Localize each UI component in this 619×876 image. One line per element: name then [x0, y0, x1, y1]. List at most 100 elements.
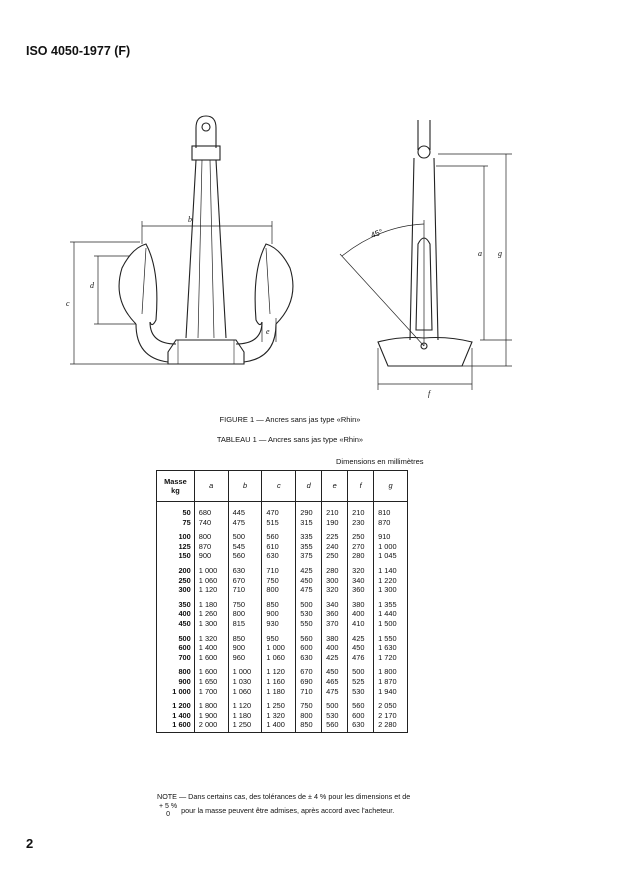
- mass-cell: 350: [156, 599, 195, 610]
- value-cell-a: 870: [193, 541, 229, 552]
- spacer-cell: [347, 527, 375, 533]
- value-cell-a: 1 120: [193, 585, 229, 595]
- value-cell-d: 550: [295, 618, 323, 629]
- dim-label-a: a: [478, 249, 482, 258]
- value-cell-a: 1 180: [193, 599, 229, 610]
- mass-cell: 1 000: [156, 686, 195, 697]
- value-cell-g: 1 720: [373, 652, 408, 663]
- value-cell-e: 500: [321, 701, 349, 711]
- value-cell-e: 475: [321, 686, 349, 697]
- value-cell-e: 320: [321, 585, 349, 595]
- value-cell-a: 800: [193, 532, 229, 542]
- value-cell-d: 690: [295, 676, 323, 687]
- group-spacer: [156, 594, 408, 600]
- col-header-f: f: [347, 470, 375, 502]
- group-spacer: [156, 628, 408, 634]
- dim-label-f: f: [428, 389, 432, 398]
- value-cell-f: 270: [347, 541, 375, 552]
- value-cell-e: 370: [321, 618, 349, 629]
- front-fluke-left: [118, 243, 158, 326]
- mass-cell: 300: [156, 585, 195, 595]
- page-number: 2: [26, 836, 34, 851]
- value-cell-b: 1 180: [227, 710, 263, 721]
- spacer-cell: [373, 662, 408, 668]
- value-cell-g: 1 440: [373, 609, 408, 619]
- front-fluke-right: [254, 243, 294, 326]
- value-cell-d: 315: [295, 517, 323, 528]
- value-cell-d: 290: [295, 501, 323, 518]
- dim-label-c: c: [66, 299, 70, 308]
- value-cell-f: 476: [347, 652, 375, 663]
- value-cell-a: 1 400: [193, 643, 229, 653]
- spacer-cell: [193, 662, 229, 668]
- fraction-bottom: 0: [166, 811, 170, 818]
- value-cell-a: 680: [193, 501, 229, 518]
- spacer-cell: [193, 594, 229, 600]
- note-text-1: NOTE — Dans certains cas, des tolérances…: [157, 792, 411, 801]
- value-cell-c: 1 000: [261, 643, 297, 653]
- mass-cell: 75: [156, 517, 195, 528]
- value-cell-c: 710: [261, 565, 297, 576]
- value-cell-b: 445: [227, 501, 263, 518]
- dim-label-b: b: [188, 215, 192, 224]
- value-cell-c: 1 180: [261, 686, 297, 697]
- value-cell-a: 1 000: [193, 565, 229, 576]
- value-cell-f: 280: [347, 551, 375, 561]
- value-cell-d: 450: [295, 575, 323, 586]
- value-cell-b: 545: [227, 541, 263, 552]
- value-cell-f: 250: [347, 532, 375, 542]
- value-cell-g: 1 940: [373, 686, 408, 697]
- value-cell-d: 530: [295, 609, 323, 619]
- value-cell-b: 475: [227, 517, 263, 528]
- value-cell-d: 600: [295, 643, 323, 653]
- value-cell-a: 1 600: [193, 652, 229, 663]
- spacer-cell: [347, 662, 375, 668]
- value-cell-c: 900: [261, 609, 297, 619]
- value-cell-f: 380: [347, 599, 375, 610]
- fraction-top: + 5 %: [159, 803, 178, 810]
- value-cell-e: 340: [321, 599, 349, 610]
- value-cell-b: 500: [227, 532, 263, 542]
- value-cell-e: 280: [321, 565, 349, 576]
- value-cell-g: 810: [373, 501, 408, 518]
- table-header-row: Masse kg a b c d e f g: [156, 470, 408, 502]
- note: NOTE — Dans certains cas, des tolérances…: [157, 790, 412, 819]
- value-cell-g: 1 045: [373, 551, 408, 561]
- figure-caption: FIGURE 1 — Ancres sans jas type «Rhin»: [219, 415, 361, 424]
- value-cell-c: 1 160: [261, 676, 297, 687]
- dim-label-d: d: [90, 281, 95, 290]
- mass-header: Masse kg: [156, 470, 195, 502]
- spacer-cell: [373, 560, 408, 566]
- spacer-cell: [373, 628, 408, 634]
- value-cell-g: 1 220: [373, 575, 408, 586]
- value-cell-g: 910: [373, 532, 408, 542]
- group-spacer: [156, 560, 408, 566]
- value-cell-e: 425: [321, 652, 349, 663]
- value-cell-b: 1 060: [227, 686, 263, 697]
- note-text-2: pour la masse peuvent être admises, aprè…: [181, 805, 395, 815]
- value-cell-d: 425: [295, 565, 323, 576]
- col-header-a: a: [193, 470, 229, 502]
- value-cell-c: 1 120: [261, 667, 297, 677]
- value-cell-c: 1 320: [261, 710, 297, 721]
- front-arm-left: [135, 321, 177, 363]
- value-cell-c: 560: [261, 532, 297, 542]
- spacer-cell: [193, 527, 229, 533]
- mass-cell: 1 200: [156, 701, 195, 711]
- value-cell-f: 360: [347, 585, 375, 595]
- value-cell-e: 300: [321, 575, 349, 586]
- mass-cell: 450: [156, 618, 195, 629]
- value-cell-c: 950: [261, 633, 297, 644]
- value-cell-b: 630: [227, 565, 263, 576]
- value-cell-f: 525: [347, 676, 375, 687]
